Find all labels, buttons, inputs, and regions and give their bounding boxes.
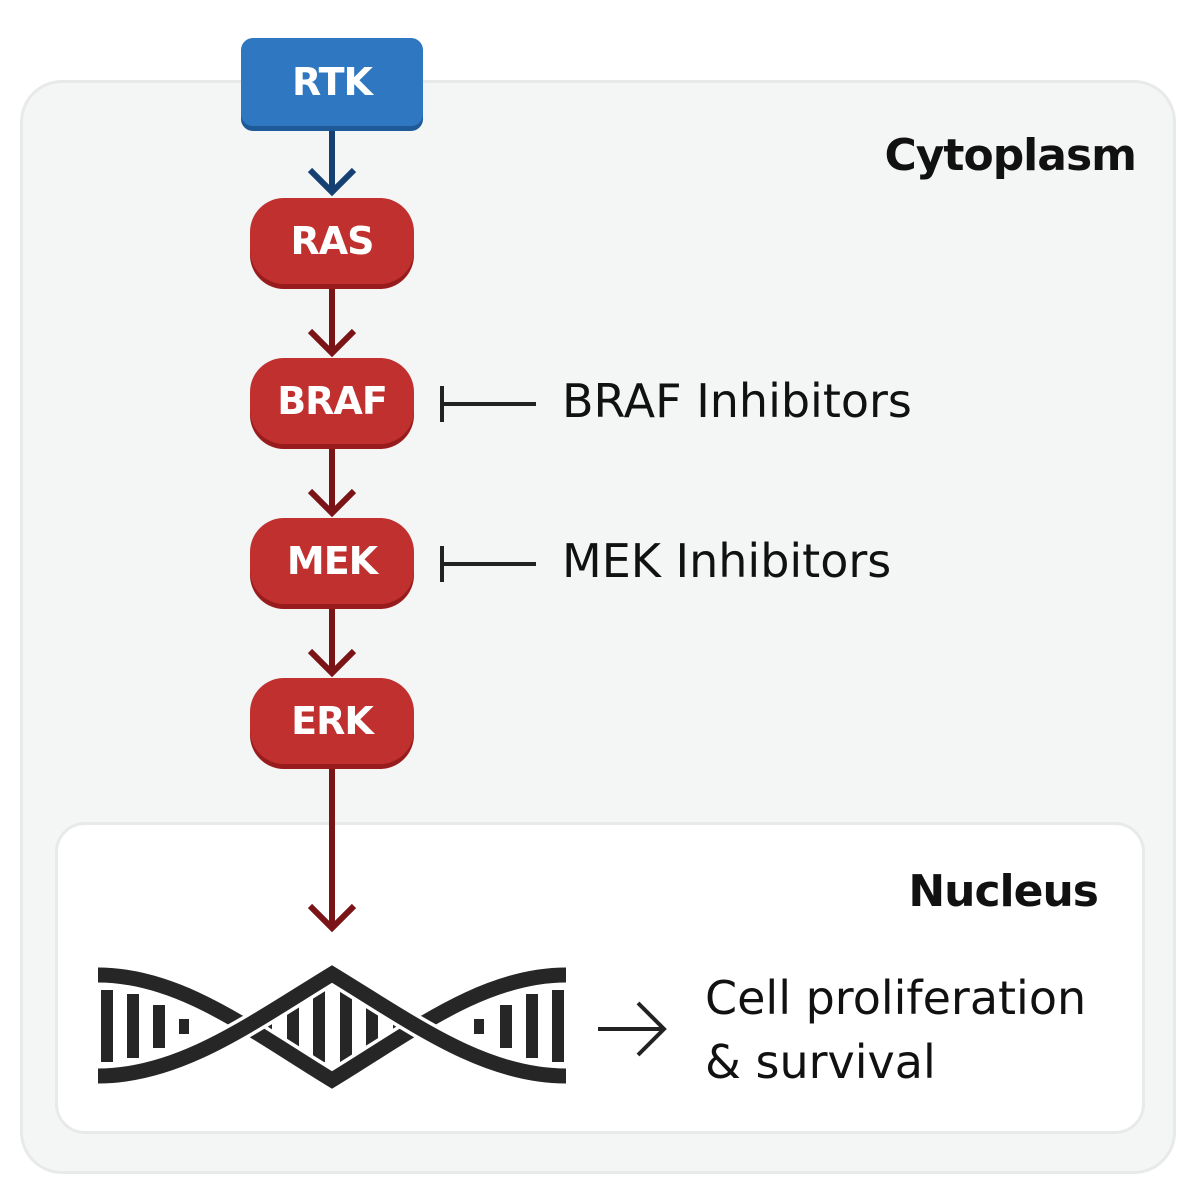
braf-inhibition-bar [440,386,536,422]
nucleus-compartment [55,822,1145,1134]
outcome-arrow-icon [598,1001,667,1057]
nucleus-label: Nucleus [908,866,1099,917]
braf-inhibitors-label: BRAF Inhibitors [562,374,912,428]
node-mek: MEK [250,518,414,604]
cytoplasm-label: Cytoplasm [884,130,1137,181]
dna-rungs [101,990,564,1062]
arrow-erk-nucleus [307,768,357,933]
arrow-mek-erk [307,608,357,678]
node-ras: RAS [250,198,414,284]
dna-icon [97,961,567,1093]
node-braf: BRAF [250,358,414,444]
mek-inhibitors-label: MEK Inhibitors [562,534,892,588]
arrow-braf-mek [307,448,357,518]
outcome-line-1: Cell proliferation [705,971,1087,1025]
mek-inhibition-bar [440,546,536,582]
node-erk: ERK [250,678,414,764]
node-rtk: RTK [241,38,423,126]
arrow-ras-braf [307,288,357,358]
outcome-label: Cell proliferation & survival [705,966,1086,1094]
outcome-line-2: & survival [705,1035,936,1089]
arrow-rtk-ras [307,126,357,197]
